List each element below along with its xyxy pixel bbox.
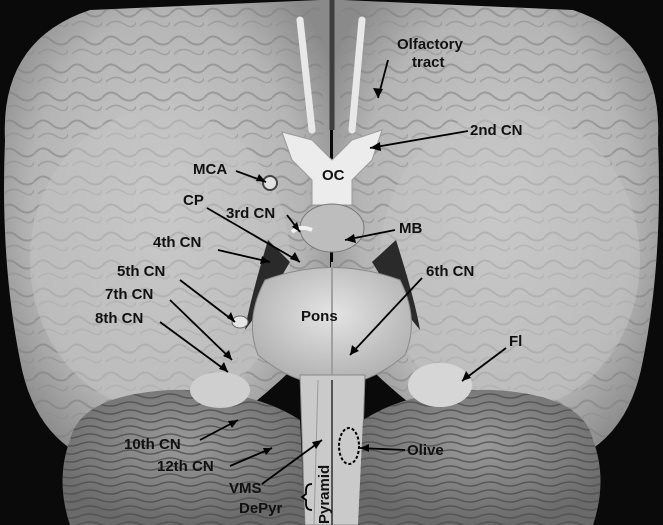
label-second-cn: 2nd CN [470,122,523,139]
label-third-cn: 3rd CN [226,205,276,222]
label-fifth-cn: 5th CN [117,263,166,280]
pointer-arrowheads [219,88,471,455]
label-mca: MCA [193,161,228,178]
optic-chiasm [281,129,383,206]
label-oc: OC [322,167,345,184]
label-twelfth-cn: 12th CN [157,458,214,475]
label-olive: Olive [407,442,444,459]
label-fourth-cn: 4th CN [153,234,202,251]
label-pyramid: Pyramid [316,464,333,524]
label-olfactory-tract-line1: Olfactory [397,36,463,53]
flocculus-left [190,372,250,408]
olfactory-tract-right [348,16,366,134]
label-tenth-cn: 10th CN [124,436,181,453]
flocculus-right [408,363,472,407]
middle-cerebral-artery [262,175,278,191]
pointer-lines [159,59,507,485]
pointer-8th-cn [159,321,229,373]
pointer-2nd-cn [369,130,469,149]
pyramid [313,379,319,525]
label-pons: Pons [301,308,338,325]
pointer-cp [206,207,301,263]
pointer-vms [261,439,323,485]
label-olfactory-tract-line2: tract [412,54,445,71]
third-cranial-nerve [290,225,313,234]
pointer-7th-cn [169,299,233,361]
label-eighth-cn: 8th CN [95,310,144,327]
fifth-cranial-nerve [231,315,249,329]
depyr-bracket [300,483,313,511]
label-vms: VMS [229,480,262,497]
label-seventh-cn: 7th CN [105,286,154,303]
label-depyr: DePyr [239,500,283,517]
olive-outline [338,427,360,465]
pointer-5th-cn [179,279,236,323]
olfactory-tract-left [296,16,316,134]
label-cp: CP [183,192,204,209]
pointer-6th-cn [349,277,423,356]
label-sixth-cn: 6th CN [426,263,475,280]
pointer-fl [461,347,507,382]
label-mb: MB [399,220,423,237]
label-fl: Fl [509,333,523,350]
